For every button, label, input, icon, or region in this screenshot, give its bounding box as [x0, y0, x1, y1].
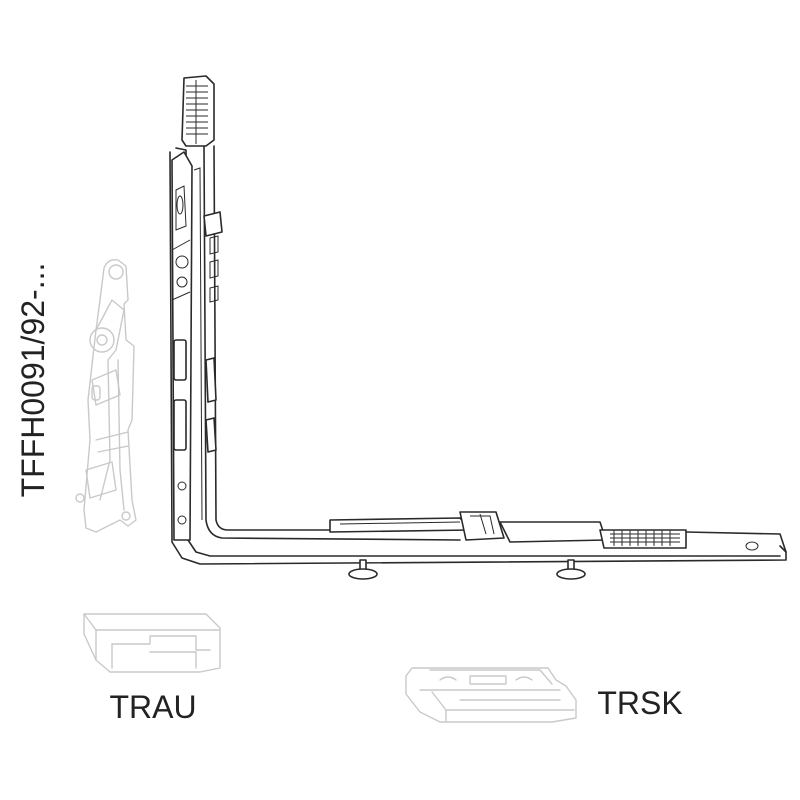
trau-label: TRAU — [109, 689, 196, 725]
part-code-label: TFFH0091/92-... — [15, 263, 51, 498]
corner-drive — [169, 75, 787, 580]
ghost-hinge-part — [75, 258, 137, 533]
trsk-part — [405, 667, 577, 723]
trsk-label: TRSK — [597, 685, 682, 721]
trau-part — [83, 613, 221, 673]
